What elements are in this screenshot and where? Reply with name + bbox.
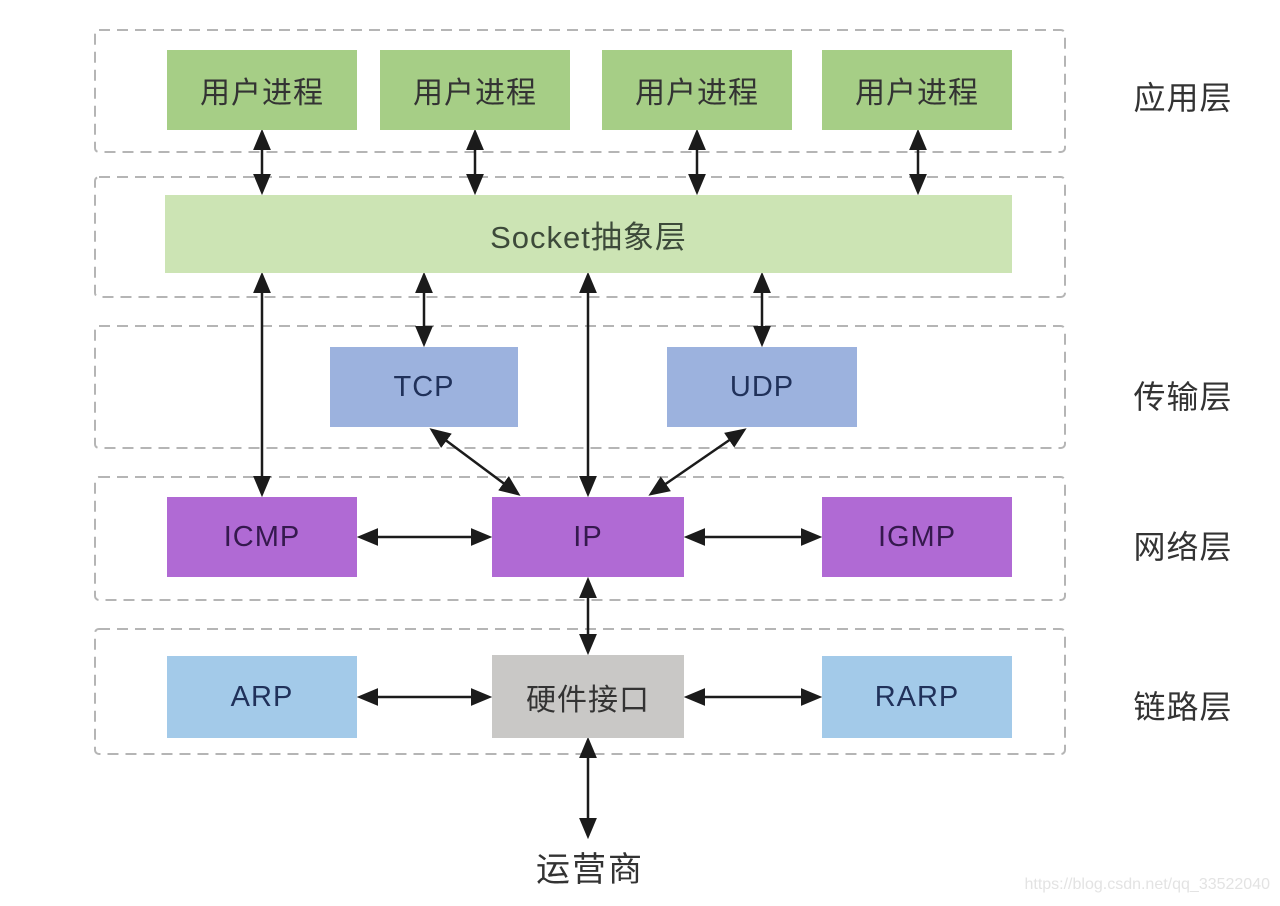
socket-abstraction-box: Socket抽象层 xyxy=(165,195,1012,273)
tcp-box: TCP xyxy=(330,347,518,427)
rarp-box: RARP xyxy=(822,656,1012,738)
user-process-box-3: 用户进程 xyxy=(602,50,792,130)
layer-label-link: 链路层 xyxy=(1133,689,1233,725)
layer-label-application: 应用层 xyxy=(1133,80,1233,116)
layer-box-transport xyxy=(94,325,1066,449)
watermark-text: https://blog.csdn.net/qq_33522040 xyxy=(1024,876,1270,893)
udp-box: UDP xyxy=(667,347,857,427)
arp-box: ARP xyxy=(167,656,357,738)
layer-label-network: 网络层 xyxy=(1133,529,1233,565)
arrow-tcp-ip xyxy=(429,428,521,496)
arrow-udp-ip xyxy=(648,428,747,496)
layer-label-transport: 传输层 xyxy=(1133,379,1233,415)
ip-box: IP xyxy=(492,497,684,577)
user-process-box-2: 用户进程 xyxy=(380,50,570,130)
icmp-box: ICMP xyxy=(167,497,357,577)
carrier-label: 运营商 xyxy=(536,851,644,889)
user-process-box-1: 用户进程 xyxy=(167,50,357,130)
user-process-box-4: 用户进程 xyxy=(822,50,1012,130)
hardware-interface-box: 硬件接口 xyxy=(492,655,684,738)
igmp-box: IGMP xyxy=(822,497,1012,577)
layer-box-application xyxy=(94,29,1066,153)
